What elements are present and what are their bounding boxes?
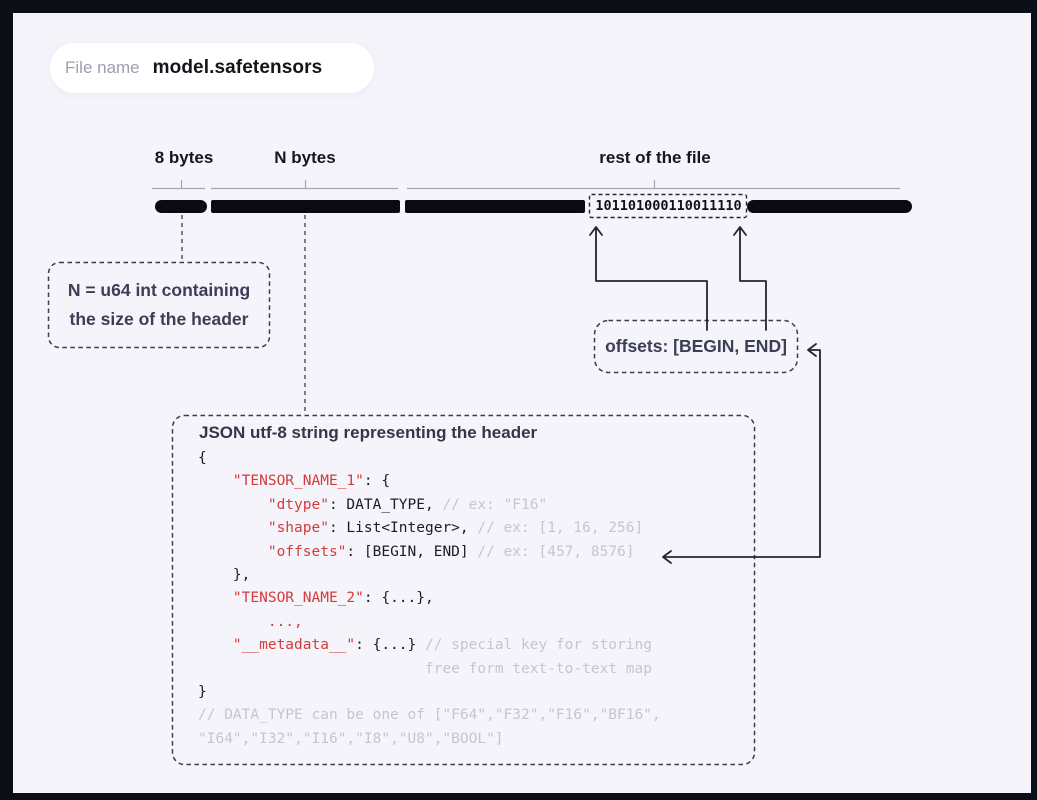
code-line: free form text-to-text map [424, 660, 652, 677]
label-n-bytes: N bytes [274, 148, 336, 167]
n-box-border [47, 261, 271, 349]
dashed-boxes [47, 261, 799, 766]
json-code: { "TENSOR_NAME_1": { "dtype": DATA_TYPE,… [198, 447, 738, 751]
file-name-pill: File name model.safetensors [50, 43, 374, 93]
bar-segment-nbytes [211, 200, 400, 213]
arrow-end-line [739, 228, 767, 331]
arrow-begin-line [595, 228, 708, 331]
arrow-end-head [733, 226, 747, 236]
offsets-annotation-box: offsets: [BEGIN, END] [594, 320, 798, 373]
file-name-value: model.safetensors [152, 57, 323, 78]
offsets-box-border [593, 319, 799, 374]
n-annotation-line2: the size of the header [69, 309, 249, 329]
code-line: "shape": List<Integer>, // ex: [1, 16, 2… [267, 520, 644, 537]
dashed-connectors [181, 215, 306, 414]
binary-string: 101101000110011110 [595, 198, 742, 214]
label-rest-of-file: rest of the file [599, 148, 711, 167]
arrow-begin-head [589, 226, 603, 236]
arrow-offsets-head-top [807, 343, 817, 357]
json-box-border [171, 414, 756, 766]
n-annotation-line1: N = u64 int containing [67, 280, 251, 300]
byte-bar [155, 200, 912, 213]
code-line: "TENSOR_NAME_2": {...}, [232, 590, 434, 607]
code-line: }, [198, 567, 251, 584]
code-line: ..., [267, 613, 303, 630]
binary-dashed-box [588, 193, 748, 219]
json-box-title: JSON utf-8 string representing the heade… [199, 423, 538, 442]
code-line: "I64","I32","I16","I8","U8","BOOL"] [198, 730, 504, 747]
bar-segment-8bytes [155, 200, 207, 213]
arrows [589, 226, 821, 564]
n-annotation-box: N = u64 int containing the size of the h… [48, 262, 270, 348]
code-line: "dtype": DATA_TYPE, // ex: "F16" [267, 496, 548, 513]
arrow-offsets-head-bottom [662, 550, 672, 564]
bar-segment-rest-right [747, 200, 912, 213]
diagram-canvas: File name model.safetensors 8 bytes N by… [13, 13, 1031, 793]
bar-segment-rest-left [405, 200, 585, 213]
code-line: "__metadata__": {...} // special key for… [232, 637, 652, 654]
code-line: "TENSOR_NAME_1": { [232, 473, 391, 490]
arrow-offsets-line [663, 349, 821, 558]
code-line: { [198, 450, 207, 466]
code-line: } [198, 684, 207, 701]
label-8-bytes: 8 bytes [154, 148, 214, 167]
ruler-brackets [152, 180, 900, 190]
file-name-label: File name [65, 58, 140, 77]
offsets-annotation-label: offsets: [BEGIN, END] [605, 336, 787, 356]
code-line: // DATA_TYPE can be one of ["F64","F32",… [198, 707, 661, 724]
code-line: "offsets": [BEGIN, END] // ex: [457, 857… [267, 543, 635, 560]
